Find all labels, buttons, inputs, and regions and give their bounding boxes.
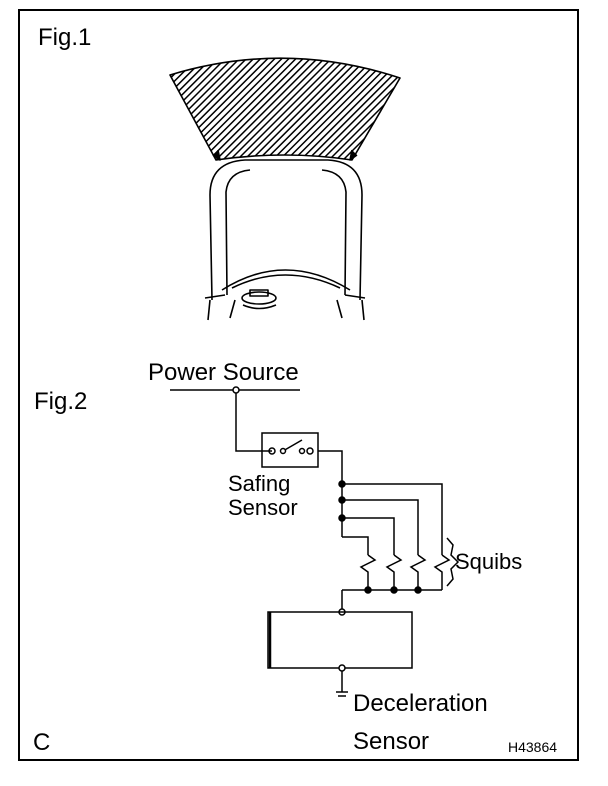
squib-1 [359, 554, 377, 590]
wheel-hub [221, 269, 351, 291]
steering-pad-illustration [169, 57, 401, 321]
horn-button [241, 291, 277, 305]
figure-code: H43864 [508, 739, 558, 755]
safing-switch-contact [282, 439, 303, 452]
deceleration-label-line2: Sensor [353, 728, 430, 755]
fig2-label: Fig.2 [34, 388, 88, 415]
safing-label-line1: Safing [228, 471, 291, 496]
deployment-zone-hatch [169, 57, 401, 161]
deceleration-label-line1: Deceleration [353, 690, 488, 717]
squib-2 [385, 554, 403, 590]
squib-4 [433, 554, 451, 590]
squib-3 [409, 554, 427, 590]
pad-outline [209, 159, 363, 301]
safing-sensor-box [261, 432, 319, 468]
arrow-left [212, 149, 221, 161]
power-source-label: Power Source [148, 359, 299, 386]
corner-letter: C [33, 729, 51, 756]
safing-label-line2: Sensor [228, 495, 298, 520]
deceleration-sensor-box [267, 611, 413, 669]
arrow-right [349, 149, 358, 161]
fig1-label: Fig.1 [38, 24, 92, 51]
squibs-brace [446, 537, 460, 587]
squibs-label: Squibs [455, 549, 523, 574]
circuit-diagram [170, 386, 460, 697]
